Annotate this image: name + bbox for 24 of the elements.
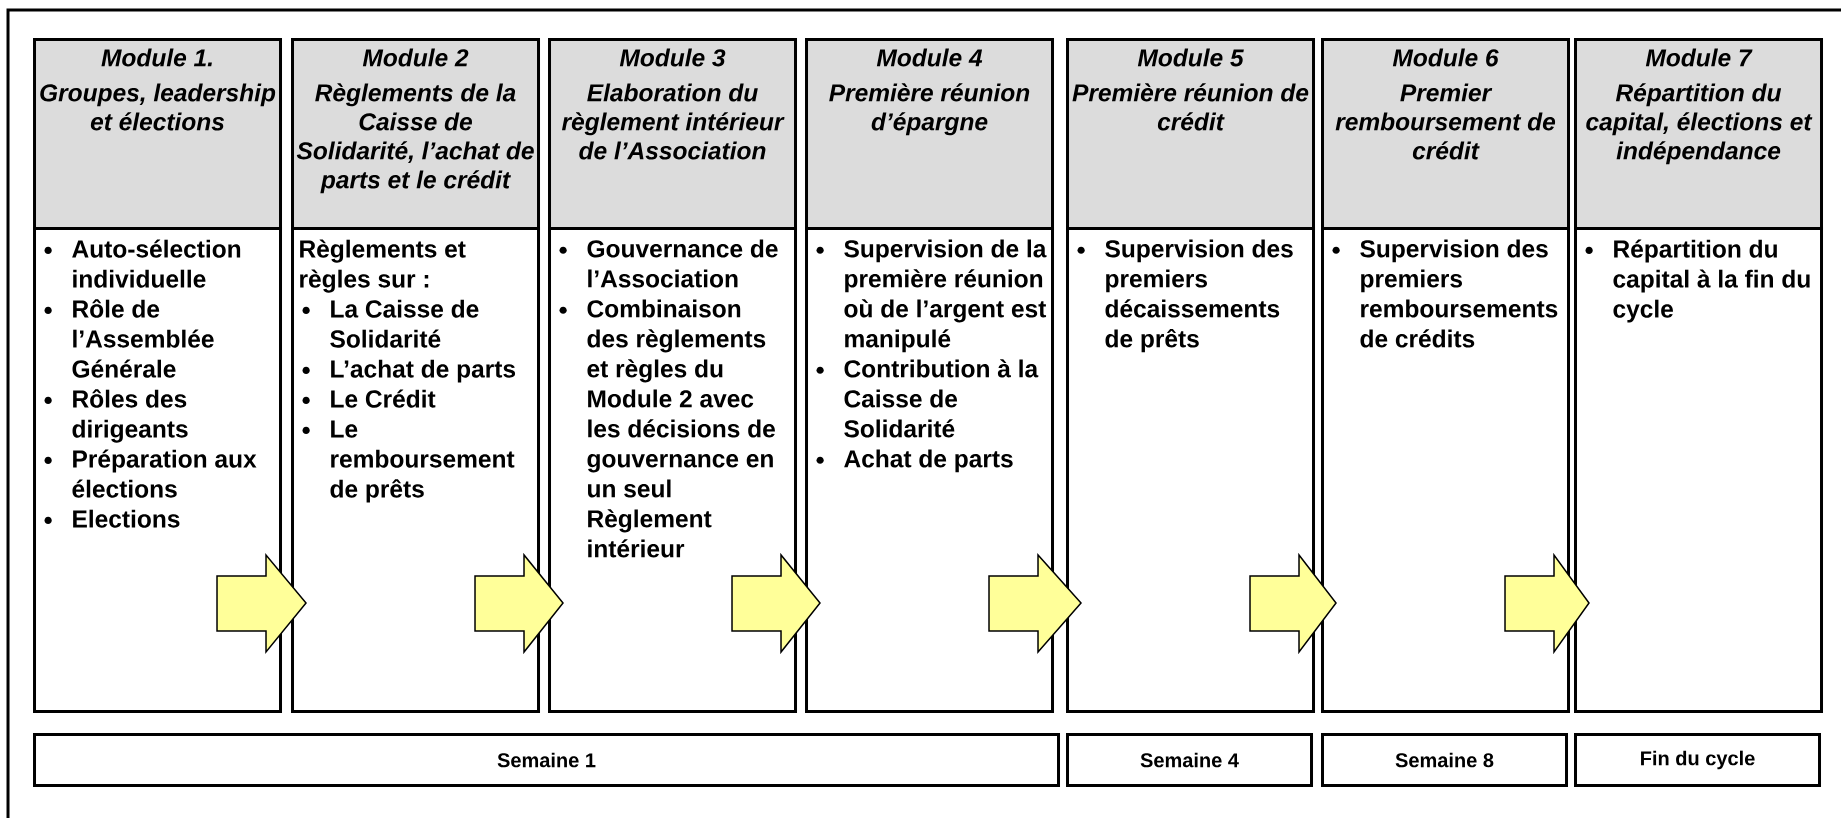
module-content-box: Règlements et règles sur : La Caisse de Solidarité L’achat de parts Le Crédit Le remboursement de prêts — [291, 227, 540, 713]
module-header-box: Module 6 Premier remboursement de crédit — [1321, 38, 1570, 230]
module-content-box: Gouvernance de l’Association Combinaison des règlements et règles du Module 2 avec les décisions de gouvernance en un seul Règlement intérieur — [548, 227, 797, 713]
period-box: Semaine 8 — [1321, 733, 1568, 787]
block-arrow — [1249, 552, 1337, 655]
module-content-box: Auto-sélection individuelle Rôle de l’Assemblée Générale Rôles des dirigeants Préparation aux élections Elections — [33, 227, 282, 713]
module-header-box: Module 7 Répartition du capital, élections et indépendance — [1574, 38, 1823, 230]
module-header-box: Module 2 Règlements de la Caisse de Solidarité, l’achat de parts et le crédit — [291, 38, 540, 230]
block-arrow — [988, 553, 1082, 654]
module-content-box: Supervision des premiers décaissements de prêts — [1066, 227, 1315, 713]
period-box: Semaine 1 — [33, 733, 1060, 787]
block-arrow — [216, 552, 307, 655]
period-box: Fin du cycle — [1574, 733, 1821, 787]
block-arrow — [474, 552, 564, 655]
block-arrow — [731, 552, 821, 655]
module-header-box: Module 3 Elaboration du règlement intérieur de l’Association — [548, 38, 797, 230]
module-content-box: Supervision de la première réunion où de l’argent est manipulé Contribution à la Caisse de Solidarité Achat de parts — [805, 227, 1054, 713]
module-content-box: Supervision des premiers remboursements de crédits — [1321, 227, 1570, 713]
block-arrow — [1504, 552, 1590, 655]
module-header-box: Module 5 Première réunion de crédit — [1066, 38, 1315, 230]
module-content-box: Répartition du capital à la fin du cycle — [1574, 227, 1823, 713]
period-box: Semaine 4 — [1066, 733, 1313, 787]
module-header-box: Module 4 Première réunion d’épargne — [805, 38, 1054, 230]
module-header-box: Module 1. Groupes, leadership et élections — [33, 38, 282, 230]
